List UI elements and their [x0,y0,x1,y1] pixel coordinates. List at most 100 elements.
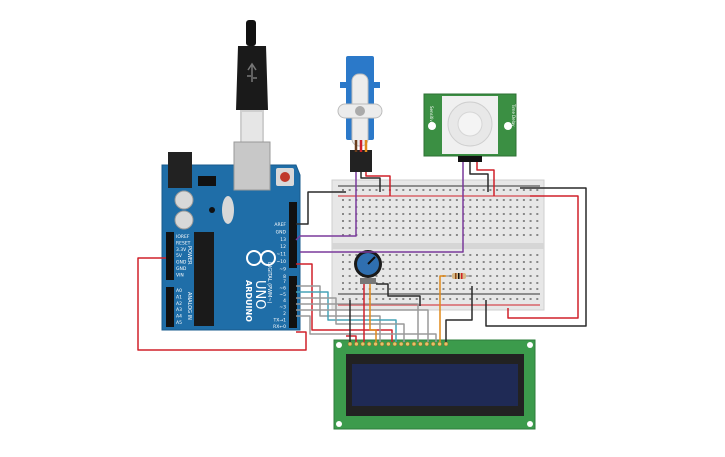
breadboard-hole[interactable] [516,206,519,208]
breadboard-hole[interactable] [402,227,405,229]
breadboard-hole[interactable] [388,206,391,208]
breadboard-hole[interactable] [342,213,344,215]
breadboard-hole[interactable] [362,227,365,229]
breadboard-hole[interactable] [409,220,411,222]
breadboard-hole[interactable] [482,199,485,201]
breadboard-hole[interactable] [489,189,492,191]
breadboard-hole[interactable] [442,220,445,222]
breadboard-hole[interactable] [402,298,405,300]
breadboard-hole[interactable] [516,261,519,263]
breadboard-hole[interactable] [368,227,371,229]
breadboard-hole[interactable] [529,254,532,256]
breadboard-hole[interactable] [435,213,438,215]
breadboard-hole[interactable] [382,213,385,215]
breadboard-hole[interactable] [415,288,418,290]
breadboard-hole[interactable] [522,199,525,201]
breadboard-hole[interactable] [375,206,378,208]
breadboard-hole[interactable] [409,254,411,256]
breadboard-hole[interactable] [409,298,411,300]
breadboard-hole[interactable] [422,189,425,191]
breadboard-hole[interactable] [509,213,512,215]
breadboard-hole[interactable] [536,199,539,201]
breadboard-hole[interactable] [482,220,485,222]
breadboard-hole[interactable] [368,199,371,201]
breadboard-hole[interactable] [509,288,512,290]
breadboard-hole[interactable] [522,206,525,208]
breadboard-hole[interactable] [429,227,432,229]
breadboard-hole[interactable] [476,213,478,215]
breadboard-hole[interactable] [509,189,512,191]
breadboard-hole[interactable] [469,282,472,284]
breadboard-hole[interactable] [355,298,358,300]
breadboard-hole[interactable] [409,213,411,215]
breadboard-hole[interactable] [342,220,344,222]
breadboard-hole[interactable] [409,288,411,290]
breadboard-hole[interactable] [429,220,432,222]
breadboard-hole[interactable] [509,206,512,208]
breadboard-hole[interactable] [442,213,445,215]
breadboard-hole[interactable] [429,298,432,300]
breadboard-hole[interactable] [429,275,432,277]
breadboard-hole[interactable] [409,206,411,208]
lcd-pin[interactable] [347,341,353,347]
breadboard-hole[interactable] [482,234,485,236]
breadboard-hole[interactable] [402,220,405,222]
breadboard-hole[interactable] [476,254,478,256]
breadboard-hole[interactable] [435,206,438,208]
breadboard-hole[interactable] [442,268,445,270]
breadboard-hole[interactable] [496,189,499,191]
lcd-pin[interactable] [354,341,359,347]
breadboard-hole[interactable] [422,213,425,215]
breadboard-hole[interactable] [522,275,525,277]
breadboard-hole[interactable] [382,234,385,236]
breadboard-hole[interactable] [388,288,391,290]
breadboard-hole[interactable] [489,234,492,236]
breadboard-hole[interactable] [348,220,351,222]
breadboard-hole[interactable] [375,234,378,236]
breadboard-hole[interactable] [529,234,532,236]
breadboard-hole[interactable] [489,220,492,222]
breadboard-hole[interactable] [476,206,478,208]
breadboard-hole[interactable] [382,298,385,300]
breadboard-hole[interactable] [362,199,365,201]
breadboard-hole[interactable] [536,213,539,215]
breadboard-hole[interactable] [522,298,525,300]
breadboard-hole[interactable] [342,288,344,290]
breadboard-hole[interactable] [429,189,432,191]
breadboard-hole[interactable] [489,199,492,201]
breadboard-hole[interactable] [415,282,418,284]
breadboard-hole[interactable] [402,206,405,208]
breadboard-hole[interactable] [516,213,519,215]
breadboard-hole[interactable] [342,234,344,236]
breadboard-hole[interactable] [482,298,485,300]
breadboard-hole[interactable] [415,206,418,208]
breadboard-hole[interactable] [422,227,425,229]
breadboard-hole[interactable] [449,213,452,215]
breadboard-hole[interactable] [362,234,365,236]
breadboard-hole[interactable] [516,220,519,222]
breadboard-hole[interactable] [402,261,405,263]
lcd-pin[interactable] [373,341,378,347]
breadboard-hole[interactable] [489,275,492,277]
breadboard-hole[interactable] [362,189,365,191]
breadboard-hole[interactable] [496,227,499,229]
breadboard-hole[interactable] [402,234,405,236]
breadboard-hole[interactable] [442,189,445,191]
breadboard-hole[interactable] [509,275,512,277]
breadboard-hole[interactable] [435,288,438,290]
breadboard-hole[interactable] [415,189,418,191]
lcd-pin[interactable] [386,341,391,347]
breadboard-hole[interactable] [496,220,499,222]
breadboard-hole[interactable] [496,206,499,208]
breadboard-hole[interactable] [502,261,505,263]
breadboard-hole[interactable] [496,275,499,277]
breadboard-hole[interactable] [375,288,378,290]
breadboard-hole[interactable] [455,206,458,208]
breadboard-hole[interactable] [482,189,485,191]
breadboard-hole[interactable] [489,268,492,270]
breadboard-hole[interactable] [429,206,432,208]
breadboard-hole[interactable] [482,254,485,256]
breadboard-hole[interactable] [516,282,519,284]
breadboard-hole[interactable] [348,268,351,270]
breadboard-hole[interactable] [536,227,539,229]
